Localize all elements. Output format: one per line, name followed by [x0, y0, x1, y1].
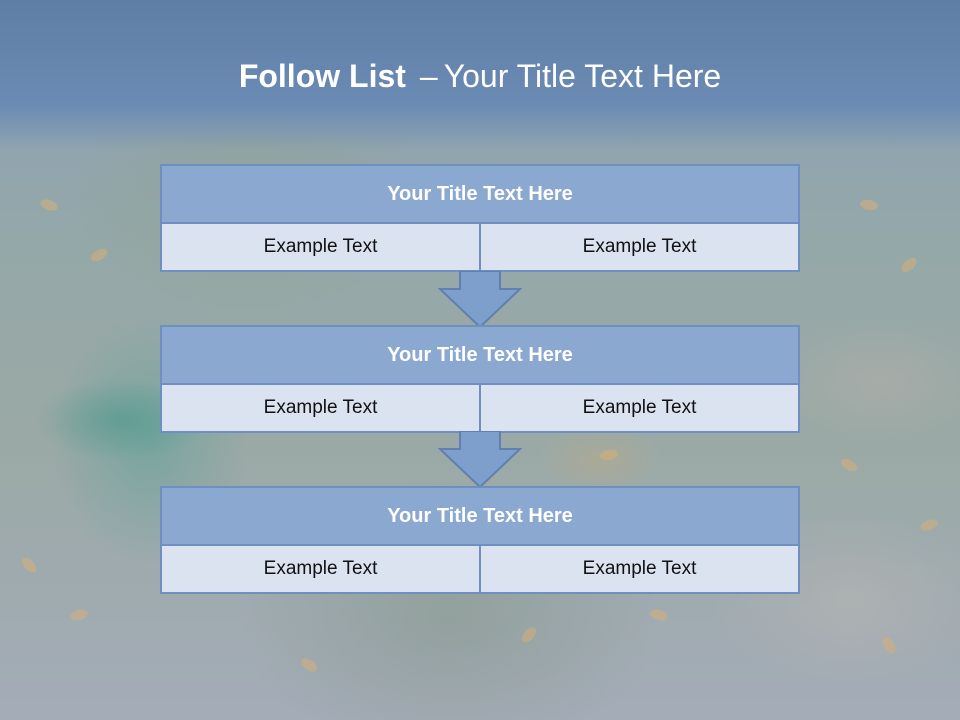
slide-title-bold: Follow List: [238, 58, 406, 94]
step-block-1: Your Title Text Here Example Text Exampl…: [160, 164, 800, 272]
step-block-2: Your Title Text Here Example Text Exampl…: [160, 325, 800, 433]
step-2-left-text: Example Text: [162, 385, 479, 431]
step-title-3: Your Title Text Here: [162, 488, 798, 546]
down-arrow-icon: [438, 271, 522, 329]
step-row-3: Example Text Example Text: [162, 546, 798, 592]
step-row-1: Example Text Example Text: [162, 224, 798, 270]
step-1-left-text: Example Text: [162, 224, 479, 270]
step-3-right-text: Example Text: [479, 546, 798, 592]
title-band: [0, 0, 960, 150]
step-3-left-text: Example Text: [162, 546, 479, 592]
step-2-right-text: Example Text: [479, 385, 798, 431]
step-1-right-text: Example Text: [479, 224, 798, 270]
step-title-1: Your Title Text Here: [162, 166, 798, 224]
step-title-2: Your Title Text Here: [162, 327, 798, 385]
down-arrow-icon: [438, 431, 522, 489]
slide-title: Follow List–Your Title Text Here: [0, 56, 960, 96]
slide-title-separator: –: [419, 58, 438, 94]
step-block-3: Your Title Text Here Example Text Exampl…: [160, 486, 800, 594]
slide-title-rest: Your Title Text Here: [443, 58, 722, 94]
step-row-2: Example Text Example Text: [162, 385, 798, 431]
